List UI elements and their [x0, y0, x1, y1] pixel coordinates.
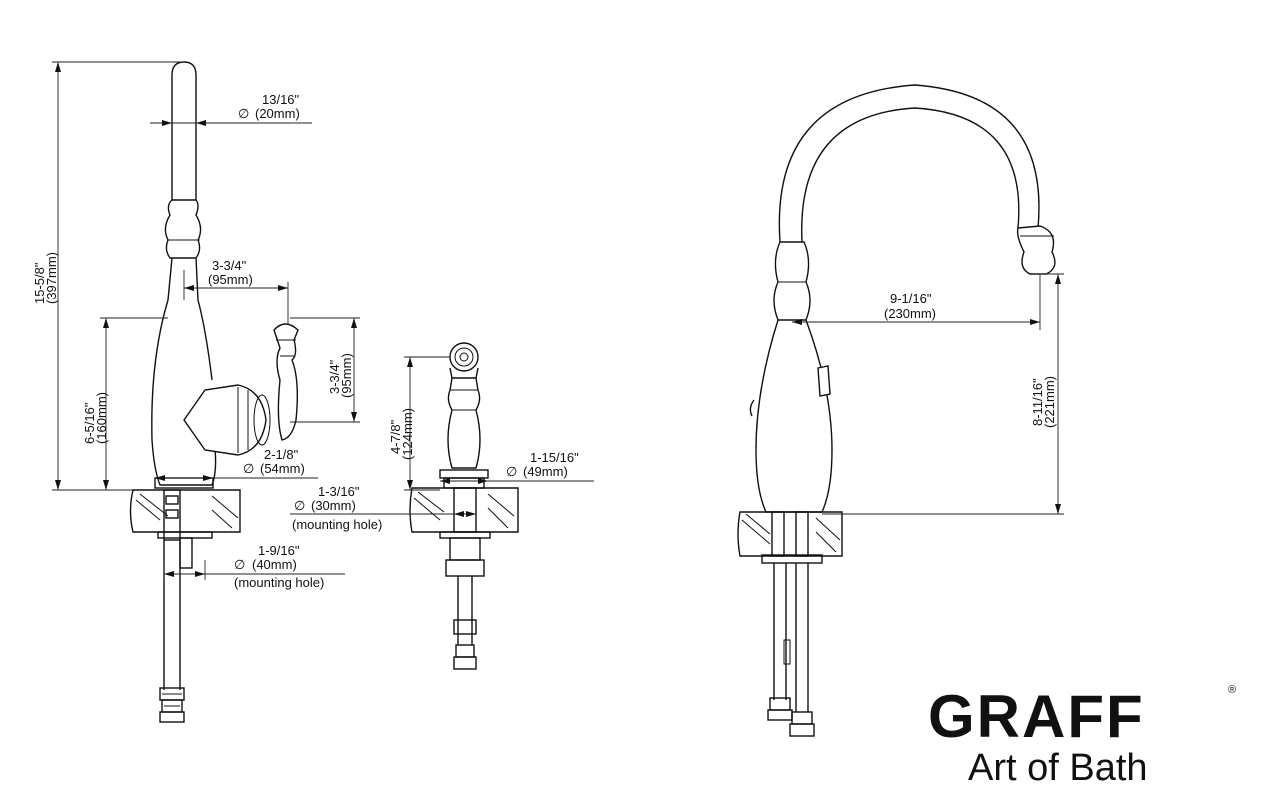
counter-section-spray [409, 487, 519, 533]
mount-hole-40-note: (mounting hole) [234, 575, 324, 590]
side-view [129, 61, 299, 723]
mount-hole-40-metric: (40mm) [252, 557, 297, 572]
front-view-dimensions [792, 273, 1064, 515]
body-height-metric: (160mm) [94, 392, 109, 444]
mount-hole-40-imperial: 1-9/16" [258, 543, 300, 558]
spray-view [409, 342, 519, 670]
base-diameter-imperial: 2-1/8" [264, 447, 299, 462]
spray-view-dimensions [290, 356, 594, 517]
base-diameter-symbol: ∅ [243, 461, 254, 476]
front-view-labels: 9-1/16" (230mm) 8-11/16" (221mm) [884, 291, 1057, 428]
handle-reach-imperial: 3-3/4" [212, 258, 247, 273]
total-height-metric: (397mm) [44, 252, 59, 304]
counter-section-front [737, 511, 843, 557]
handle-height-metric: (95mm) [339, 353, 354, 398]
spout-diameter-symbol: ∅ [238, 106, 249, 121]
spout-height-metric: (221mm) [1042, 376, 1057, 428]
base-diameter-metric: (54mm) [260, 461, 305, 476]
spout-reach-metric: (230mm) [884, 306, 936, 321]
body-height-imperial: 6-5/16" [82, 402, 97, 444]
mount-hole-40-symbol: ∅ [234, 557, 245, 572]
spout-diameter-metric: (20mm) [255, 106, 300, 121]
mount-hole-30-metric: (30mm) [311, 498, 356, 513]
spray-height-imperial: 4-7/8" [388, 419, 403, 454]
handle-reach-metric: (95mm) [208, 272, 253, 287]
spout-height-imperial: 8-11/16" [1030, 378, 1045, 426]
spray-base-diameter-imperial: 1-15/16" [530, 450, 579, 465]
handle-height-imperial: 3-3/4" [327, 359, 342, 394]
mount-hole-30-imperial: 1-3/16" [318, 484, 360, 499]
brand-tagline: Art of Bath [968, 747, 1148, 789]
spout-diameter-imperial: 13/16" [262, 92, 300, 107]
spray-base-diameter-metric: (49mm) [523, 464, 568, 479]
side-view-dimensions [52, 61, 360, 580]
mount-hole-30-symbol: ∅ [294, 498, 305, 513]
counter-section-left [129, 489, 241, 533]
spray-base-diameter-symbol: ∅ [506, 464, 517, 479]
spout-reach-imperial: 9-1/16" [890, 291, 932, 306]
spray-height-metric: (124mm) [400, 408, 415, 460]
brand-logo: GRAFF ® Art of Bath [928, 683, 1236, 789]
registered-mark: ® [1228, 684, 1236, 696]
mount-hole-30-note: (mounting hole) [292, 517, 382, 532]
front-view [737, 84, 1056, 737]
brand-name: GRAFF [928, 683, 1145, 750]
spray-view-labels: 4-7/8" (124mm) 1-15/16" ∅ (49mm) 1-3/16"… [292, 408, 579, 532]
total-height-imperial: 15-5/8" [32, 262, 47, 304]
side-view-labels: 13/16" ∅ (20mm) 15-5/8" (397mm) 6-5/16" … [32, 92, 354, 590]
